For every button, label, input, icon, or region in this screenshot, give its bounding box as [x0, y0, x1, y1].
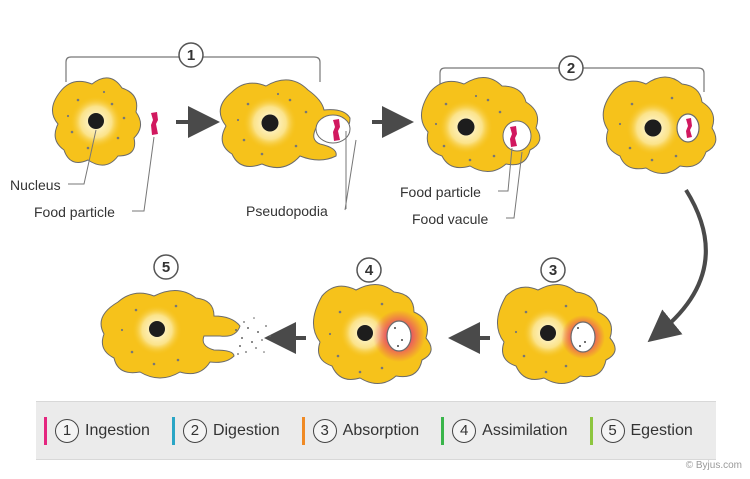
legend-item-egestion: 5 Egestion [589, 402, 693, 459]
legend-number: 2 [182, 418, 207, 443]
amoeba-3 [421, 77, 541, 172]
step-circle-5: 5 [153, 254, 179, 280]
amoeba-2 [219, 79, 351, 169]
legend-color-bar [301, 416, 305, 445]
legend-color-bar [441, 416, 445, 445]
food-particle-2 [510, 126, 517, 147]
leader-pseudopodia [344, 131, 357, 211]
amoeba-4 [602, 76, 717, 174]
svg-text:5: 5 [162, 259, 170, 276]
leader-nucleus [68, 129, 97, 185]
step-circle-3: 3 [540, 257, 566, 283]
label-food-particle-1: Food particle [34, 204, 115, 220]
legend-label: Ingestion [85, 421, 150, 439]
legend-label: Assimilation [482, 421, 568, 439]
step-circle-2: 2 [558, 55, 584, 81]
egested-waste-particles [235, 317, 271, 355]
legend-number: 5 [600, 418, 625, 443]
legend: 1 Ingestion 2 Digestion 3 Absorption 4 A… [36, 401, 716, 460]
svg-text:3: 3 [549, 262, 557, 279]
label-pseudopodia: Pseudopodia [246, 203, 328, 219]
amoeba-6 [313, 284, 432, 384]
amoeba-5 [497, 284, 616, 384]
legend-item-assimilation: 4 Assimilation [441, 402, 568, 459]
legend-label: Absorption [342, 421, 420, 439]
legend-number: 3 [312, 418, 337, 443]
legend-color-bar [589, 416, 593, 445]
step-circle-4: 4 [356, 257, 382, 283]
legend-label: Egestion [630, 421, 693, 439]
legend-item-absorption: 3 Absorption [301, 402, 420, 459]
legend-number: 1 [55, 418, 79, 443]
label-nucleus: Nucleus [10, 177, 61, 193]
legend-label: Digestion [212, 421, 280, 439]
legend-number: 4 [452, 418, 477, 443]
source-credit: © Byjus.com [685, 460, 742, 471]
food-particle-1 [151, 112, 158, 135]
nucleus-1 [88, 113, 104, 129]
svg-text:1: 1 [187, 47, 195, 64]
svg-text:2: 2 [567, 60, 575, 77]
leader-food-particle-2 [498, 147, 513, 192]
food-particle-in-pseudopodia [333, 119, 340, 141]
step-circle-1: 1 [178, 42, 204, 68]
amoeba-7 [100, 290, 241, 379]
svg-text:4: 4 [365, 262, 374, 279]
legend-color-bar [44, 416, 47, 445]
legend-item-digestion: 2 Digestion [171, 402, 280, 459]
leader-food-vacuole [506, 151, 523, 219]
label-food-particle-2: Food particle [400, 184, 481, 200]
leader-food-particle-1 [132, 136, 155, 212]
legend-item-ingestion: 1 Ingestion [44, 402, 150, 459]
legend-color-bar [171, 416, 175, 445]
amoeba-1 [52, 77, 141, 166]
arrow-curve-down [647, 188, 708, 343]
label-food-vacuole: Food vacule [412, 211, 488, 227]
